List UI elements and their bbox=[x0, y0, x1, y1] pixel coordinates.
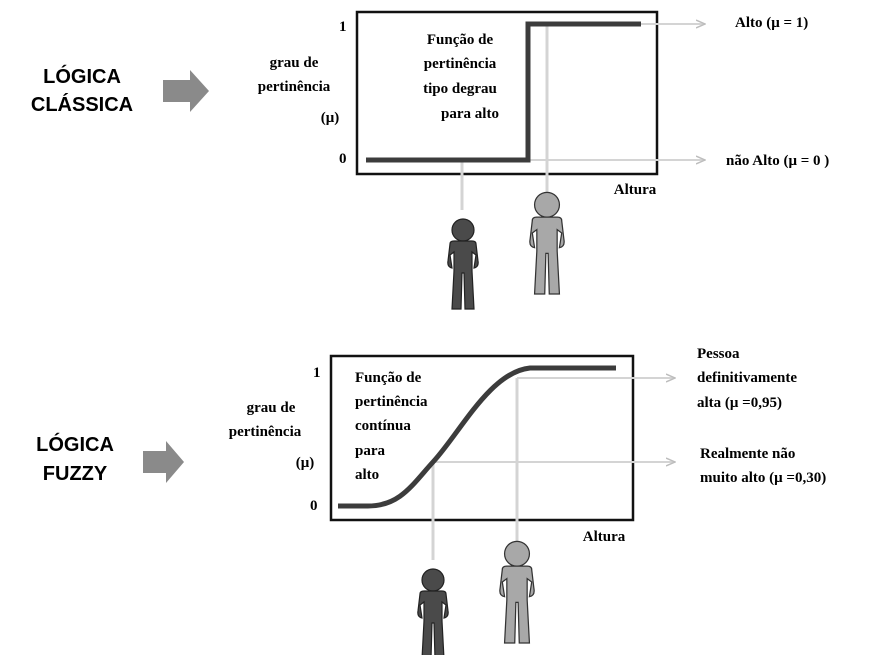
fuzzy-func-2: pertinência bbox=[355, 394, 428, 410]
fuzzy-output-mid-1: Realmente não bbox=[700, 446, 795, 462]
classic-logic-label-2: CLÁSSICA bbox=[31, 93, 133, 116]
fuzzy-func-4: para bbox=[355, 443, 386, 459]
fuzzy-plot-frame bbox=[329, 354, 635, 522]
classic-tick-1: 1 bbox=[339, 19, 347, 35]
person-icon bbox=[529, 191, 565, 295]
fuzzy-ylabel-1: grau de bbox=[247, 400, 296, 416]
fuzzy-sigmoid-curve bbox=[338, 365, 616, 509]
block-arrow-icon bbox=[143, 441, 184, 483]
classic-logic-label: LÓGICA bbox=[43, 64, 121, 88]
fuzzy-func-1: Função de bbox=[355, 370, 422, 386]
person-icon bbox=[447, 218, 479, 310]
classic-func-3: tipo degrau bbox=[423, 81, 497, 97]
fuzzy-output-high-1: Pessoa bbox=[697, 346, 740, 362]
fuzzy-output-mid-2: muito alto (μ =0,30) bbox=[700, 470, 826, 486]
classic-func-1: Função de bbox=[427, 32, 494, 48]
classic-tick-0: 0 bbox=[339, 151, 347, 167]
fuzzy-logic-label-2: FUZZY bbox=[43, 463, 108, 485]
person-icon bbox=[417, 568, 449, 655]
classic-func-4: para alto bbox=[441, 106, 499, 122]
fuzzy-section: LÓGICA FUZZY grau de pertinência (μ) 1 0… bbox=[36, 346, 826, 655]
classic-step-curve bbox=[366, 21, 641, 163]
fuzzy-logic-label: LÓGICA bbox=[36, 432, 114, 456]
fuzzy-output-high-3: alta (μ =0,95) bbox=[697, 395, 782, 411]
fuzzy-tick-0: 0 bbox=[310, 498, 318, 514]
classic-output-high: Alto (μ = 1) bbox=[735, 15, 808, 31]
classic-plot-frame bbox=[355, 10, 659, 176]
person-icon bbox=[499, 540, 535, 644]
classic-ylabel-1: grau de bbox=[270, 55, 319, 71]
fuzzy-ylabel-3: (μ) bbox=[296, 455, 315, 471]
fuzzy-func-5: alto bbox=[355, 467, 379, 483]
fuzzy-xlabel: Altura bbox=[583, 529, 626, 545]
classic-func-2: pertinência bbox=[424, 56, 497, 72]
fuzzy-output-high-2: definitivamente bbox=[697, 370, 797, 386]
fuzzy-tick-1: 1 bbox=[313, 365, 321, 381]
block-arrow-icon bbox=[163, 70, 209, 112]
fuzzy-ylabel-2: pertinência bbox=[229, 424, 302, 440]
classic-section: LÓGICA CLÁSSICA grau de pertinência (μ) … bbox=[31, 10, 829, 310]
fuzzy-func-3: contínua bbox=[355, 418, 411, 434]
classic-ylabel-3: (μ) bbox=[321, 110, 340, 126]
classic-output-low: não Alto (μ = 0 ) bbox=[726, 153, 829, 169]
classic-xlabel: Altura bbox=[614, 182, 657, 198]
classic-ylabel-2: pertinência bbox=[258, 79, 331, 95]
